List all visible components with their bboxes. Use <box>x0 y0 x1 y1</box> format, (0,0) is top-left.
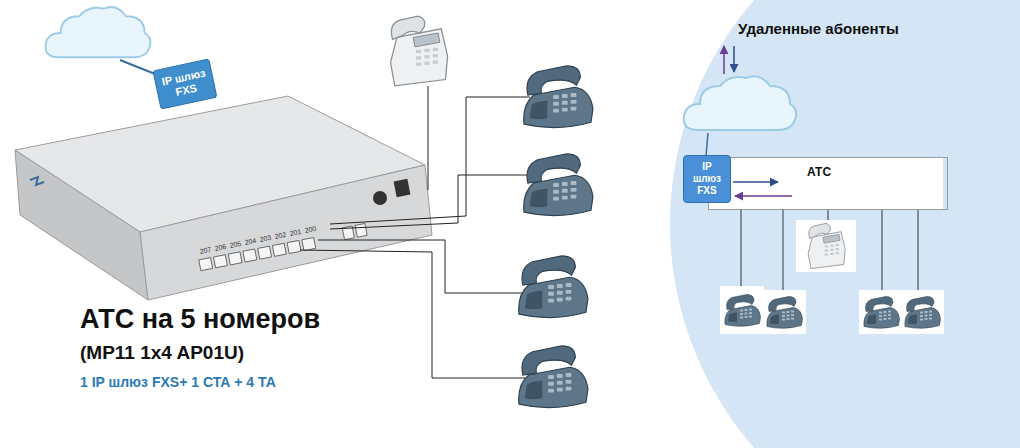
port-number: 203 <box>259 234 272 244</box>
wire <box>706 133 708 156</box>
remote-region <box>670 0 1020 448</box>
power-jack <box>373 191 387 205</box>
remote-region: Удаленные абонентыАТС IP шлюз FXS <box>640 0 1020 448</box>
port <box>355 224 367 238</box>
port <box>287 240 301 253</box>
gateway-box: IP шлюз FXS <box>683 155 731 203</box>
downlink-arrow <box>733 46 735 72</box>
port-number: 207 <box>199 246 212 256</box>
device-side <box>15 150 148 300</box>
port <box>228 252 242 265</box>
wire <box>918 210 919 292</box>
cloud <box>46 7 151 57</box>
phone <box>864 297 900 329</box>
device-title: АТС на 5 номеров <box>80 304 320 335</box>
wire <box>318 240 525 293</box>
phone <box>524 66 593 128</box>
wires <box>300 86 530 378</box>
port-number: 201 <box>289 228 302 238</box>
wire <box>741 210 742 288</box>
wire <box>783 210 784 292</box>
device-front <box>140 165 432 300</box>
phone <box>767 297 803 329</box>
ports <box>198 224 368 271</box>
phone-ground <box>900 290 944 334</box>
power-switch <box>394 179 411 197</box>
gateway-box: IP шлюз FXS <box>152 58 217 110</box>
system-phone <box>391 16 448 86</box>
model-name: (MP11 1x4 AP01U) <box>80 342 244 364</box>
wires <box>741 210 918 292</box>
wire <box>330 175 530 229</box>
port <box>243 249 257 262</box>
port-number: 204 <box>244 237 257 247</box>
wire <box>428 86 429 190</box>
port-number: 200 <box>304 225 317 235</box>
node-text: IP шлюз FXS <box>687 161 727 197</box>
node-text: АТС <box>807 165 947 179</box>
signal-arrow <box>735 195 792 197</box>
phone <box>905 297 941 329</box>
port <box>213 255 227 268</box>
composition-note: 1 IP шлюз FXS+ 1 СТА + 4 ТА <box>80 374 276 390</box>
wire <box>300 250 525 378</box>
phone-ground <box>762 290 806 334</box>
phone <box>519 256 588 318</box>
signal-arrow <box>733 181 778 183</box>
pbx-box: АТС <box>708 157 948 210</box>
phone <box>524 154 593 216</box>
logo <box>30 177 44 185</box>
port <box>272 243 286 256</box>
port-number: 205 <box>229 240 242 250</box>
port <box>199 258 213 271</box>
node-text: IP шлюз FXS <box>159 66 211 102</box>
phone <box>725 295 761 327</box>
node-text: Удаленные абоненты <box>738 20 1020 38</box>
pbx-box-ground <box>708 157 943 210</box>
port <box>258 246 272 259</box>
phone-ground <box>859 290 903 334</box>
port-number: 206 <box>214 243 227 253</box>
cloud <box>684 76 796 130</box>
phone-ground <box>796 220 856 272</box>
port <box>302 238 316 251</box>
phone-ground <box>720 286 764 334</box>
system-phone <box>808 223 845 268</box>
pbx-device <box>15 96 432 300</box>
uplink-arrow <box>723 46 725 74</box>
wire <box>882 210 883 292</box>
wire <box>330 97 530 224</box>
phone <box>519 346 588 408</box>
port-number: 202 <box>274 231 287 241</box>
